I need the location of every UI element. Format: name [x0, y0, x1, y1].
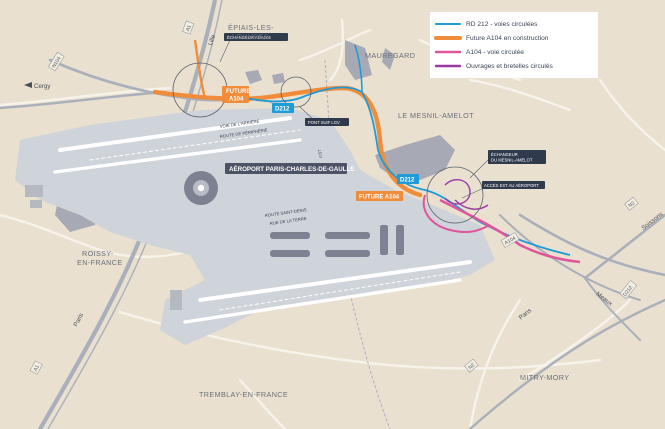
town-tremblay: TREMBLAY-EN-FRANCE — [199, 390, 288, 399]
tag-a1-bottom: A1 — [29, 360, 43, 375]
svg-text:A104: A104 — [229, 97, 244, 103]
svg-text:PONT SUIF LGV: PONT SUIF LGV — [308, 120, 340, 125]
svg-text:FUTURE A104: FUTURE A104 — [359, 195, 400, 201]
label-lgv: LGV — [317, 149, 323, 158]
svg-text:FUTURE: FUTURE — [226, 89, 250, 95]
svg-text:N2: N2 — [627, 200, 636, 209]
svg-text:A104: A104 — [504, 235, 517, 246]
svg-text:D212: D212 — [400, 178, 415, 184]
label-rue-saint-denis: ROUTE SAINT-DENIS — [264, 207, 307, 218]
legend-item: Ouvrages et bretelles circulés — [434, 63, 554, 70]
sign-future-a104-mid: FUTURE A104 — [356, 191, 403, 201]
label-route-ouest: ROUTE DE PÉRIPHÉRIE — [219, 127, 268, 139]
legend-label: Future A104 en construction — [466, 35, 549, 42]
callout-echangeur-mesnil: ÉCHANGEUR DU MESNIL-AMELOT — [488, 150, 546, 164]
sign-future-a104-top: FUTURE A104 — [222, 86, 250, 103]
sign-d212-right: D212 — [397, 174, 419, 184]
svg-text:A1: A1 — [185, 24, 193, 32]
a104-circulated — [439, 198, 581, 264]
town-roissy-line1: ROISSY- — [82, 249, 114, 258]
callout-pont-suif-lgv: PONT SUIF LGV — [305, 118, 349, 126]
tag-n104: N104 — [48, 51, 65, 72]
town-epiais-line1: ÉPIAIS-LES- — [228, 23, 274, 32]
tag-n2-right: N2 — [624, 196, 639, 211]
svg-text:DU MESNIL-AMELOT: DU MESNIL-AMELOT — [491, 158, 533, 163]
direction-cergy: Cergy — [24, 82, 51, 90]
svg-text:ÉCHANGEUR: ÉCHANGEUR — [491, 152, 518, 157]
east-airport-access — [422, 194, 491, 234]
tag-a104: A104 — [500, 232, 520, 248]
svg-text:N2: N2 — [467, 362, 476, 371]
label-route-nord: VOIE DE L'ARRIÈRE — [219, 118, 259, 129]
rd212-north — [354, 44, 363, 93]
future-a104-link-north — [193, 39, 207, 99]
town-roissy-line2: EN-FRANCE — [77, 258, 123, 267]
ramps — [444, 178, 489, 210]
callout-acces-est: ACCÈS EST AU AÉROPORT — [482, 181, 545, 189]
sign-d212-top: D212 — [272, 103, 294, 113]
airport-label: AÉROPORT PARIS-CHARLES-DE-GAULLE — [225, 163, 354, 174]
legend-item: A104 - voie circulée — [434, 49, 524, 56]
direction-lille: Lille — [207, 33, 217, 46]
callout-echangeur-a1-a104: ÉCHANGEUR A1/A104 — [224, 33, 288, 41]
legend-item: Future A104 en construction — [434, 35, 549, 42]
svg-text:Cergy: Cergy — [34, 83, 51, 90]
svg-text:AÉROPORT PARIS-CHARLES-DE-GAUL: AÉROPORT PARIS-CHARLES-DE-GAULLE — [229, 165, 354, 173]
legend-label: Ouvrages et bretelles circulés — [466, 63, 554, 70]
rd212-route — [224, 86, 571, 256]
legend-label: RD 212 - voies circulées — [466, 21, 538, 28]
svg-text:ÉCHANGEUR A1/A104: ÉCHANGEUR A1/A104 — [227, 35, 271, 40]
svg-text:A1: A1 — [33, 364, 41, 372]
svg-text:N104: N104 — [51, 56, 63, 70]
legend-label: A104 - voie circulée — [466, 49, 524, 56]
road-tags: A1 A1 N104 N2 N2 A104 D212 — [29, 20, 639, 375]
svg-text:D212: D212 — [275, 107, 290, 113]
svg-text:ACCÈS EST AU AÉROPORT: ACCÈS EST AU AÉROPORT — [484, 183, 539, 188]
legend-item: RD 212 - voies circulées — [435, 21, 538, 28]
town-mauregard: MAUREGARD — [365, 51, 415, 60]
airport-platform — [15, 108, 495, 345]
svg-text:Lille: Lille — [207, 33, 217, 46]
town-mitry-mory: MITRY-MORY — [520, 373, 569, 382]
tag-a1-top: A1 — [182, 20, 195, 35]
label-route-terre: RUE DE LA TERRE — [269, 216, 307, 226]
interchange-circles — [172, 62, 484, 224]
town-le-mesnil-amelot: LE MESNIL-AMELOT — [398, 111, 474, 120]
tag-n2-bottom: N2 — [464, 358, 479, 373]
town-epiais-line2: LOUVRES — [232, 32, 269, 41]
